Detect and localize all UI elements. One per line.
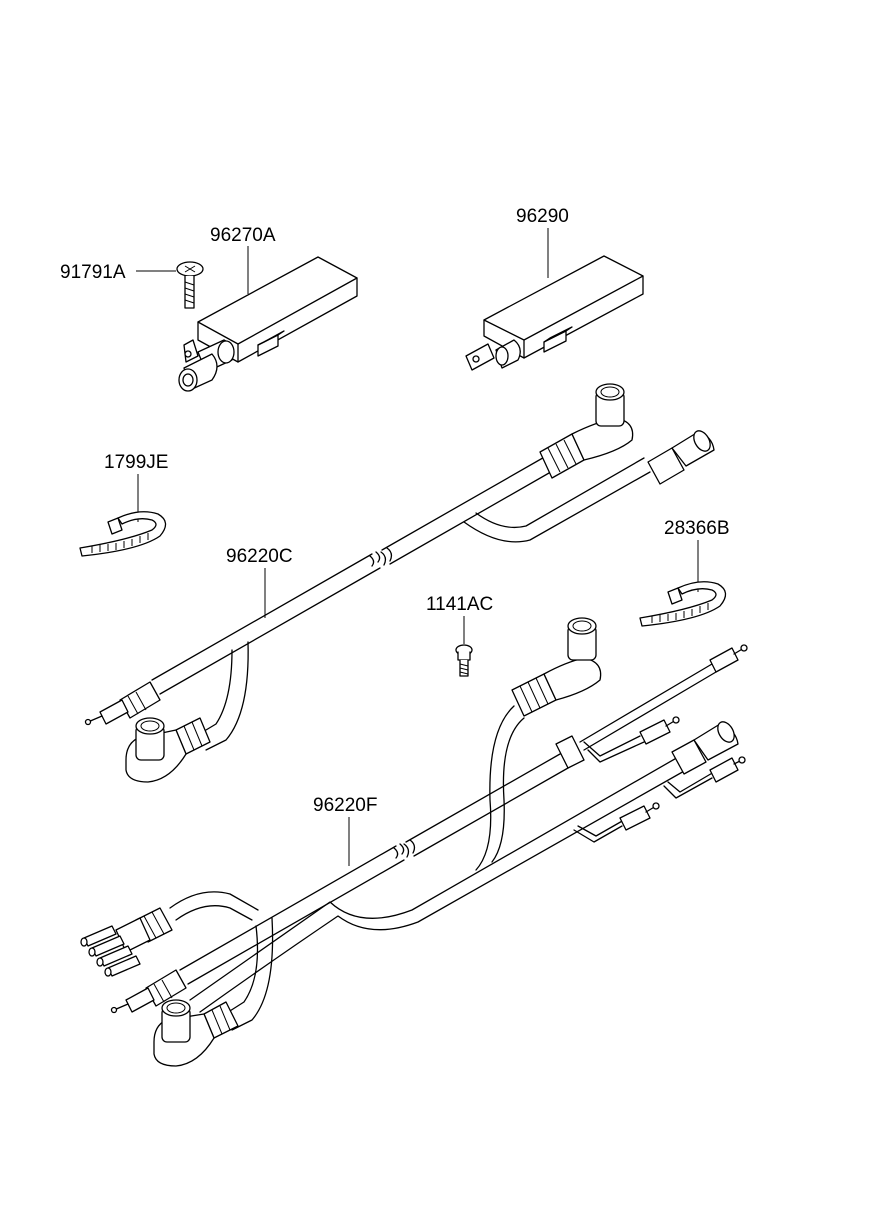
svg-text:96270A: 96270A (210, 225, 276, 246)
part-label-28366B[interactable]: 28366B (664, 518, 730, 592)
svg-text:96220F: 96220F (313, 795, 377, 816)
screw-91791A-drawing (176, 261, 204, 309)
svg-text:28366B: 28366B (664, 518, 730, 539)
svg-text:1141AC: 1141AC (426, 594, 493, 615)
part-label-96220F[interactable]: 96220F (313, 795, 377, 866)
part-label-96270A[interactable]: 96270A (210, 225, 276, 294)
bolt-1141AC-drawing (455, 644, 473, 677)
harness-96220C-drawing (84, 383, 715, 783)
part-label-1799JE[interactable]: 1799JE (104, 452, 168, 522)
part-label-1141AC[interactable]: 1141AC (426, 594, 493, 644)
svg-text:91791A: 91791A (60, 262, 126, 283)
part-label-96290[interactable]: 96290 (516, 206, 569, 278)
clip-28366B-drawing (639, 581, 727, 627)
module-96290-drawing (465, 255, 644, 371)
module-96270A-drawing (178, 256, 358, 392)
svg-text:96290: 96290 (516, 206, 569, 227)
part-label-91791A[interactable]: 91791A (60, 262, 176, 283)
clip-1799JE-drawing (79, 511, 167, 557)
svg-text:96220C: 96220C (226, 546, 293, 567)
part-label-96220C[interactable]: 96220C (226, 546, 293, 618)
svg-text:1799JE: 1799JE (104, 452, 168, 473)
harness-96220F-drawing (80, 617, 748, 1067)
